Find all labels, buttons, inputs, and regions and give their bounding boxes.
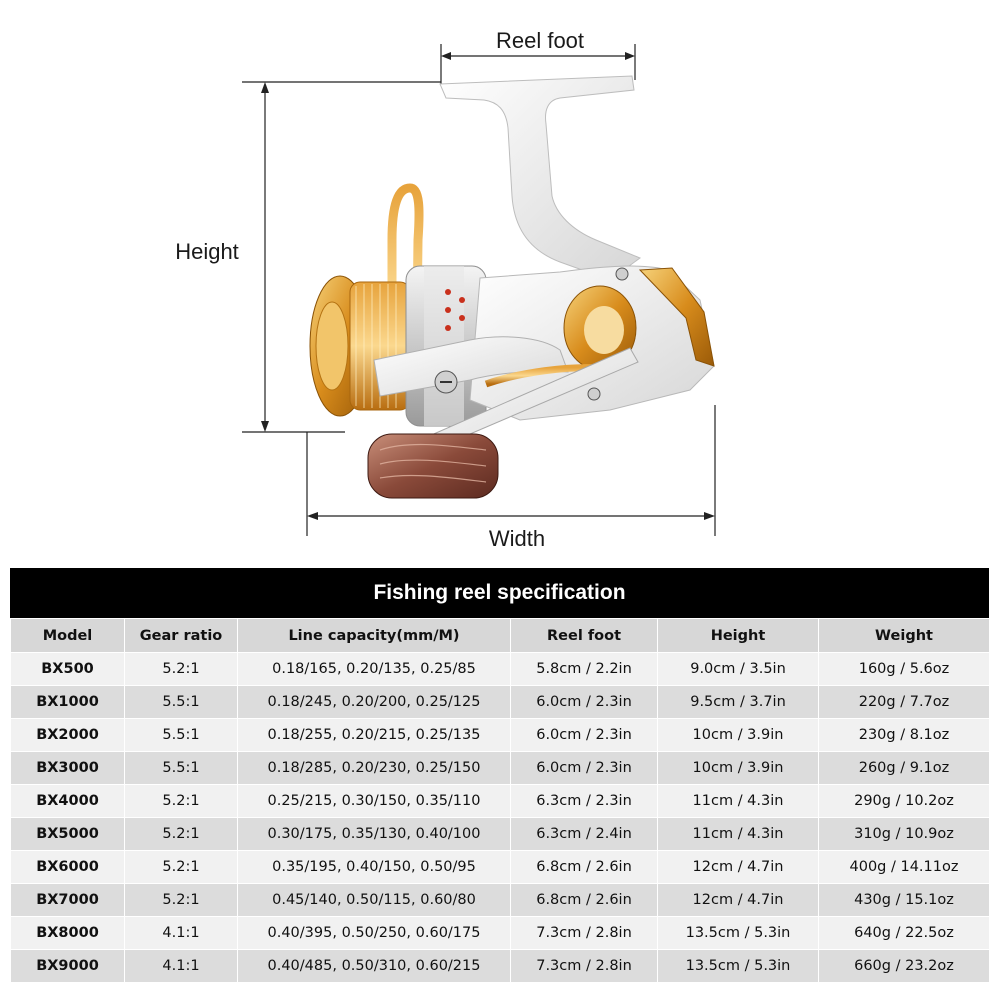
cell-gear-ratio: 5.5:1 [124,685,238,719]
cell-height: 10cm / 3.9in [657,718,819,752]
cell-height: 11cm / 4.3in [657,784,819,818]
cell-height: 13.5cm / 5.3in [657,949,819,983]
width-label: Width [489,526,545,551]
cell-gear-ratio: 5.2:1 [124,652,238,686]
cell-gear-ratio: 5.2:1 [124,850,238,884]
reel-dimension-diagram: Reel foot Height Width [175,28,716,551]
cell-model: BX4000 [10,784,125,818]
spec-panel: Fishing reel specification Model Gear ra… [10,568,990,983]
cell-line-capacity: 0.18/245, 0.20/200, 0.25/125 [237,685,511,719]
cell-model: BX2000 [10,718,125,752]
cell-weight: 430g / 15.1oz [818,883,990,917]
col-height: Height [657,618,819,653]
cell-weight: 220g / 7.7oz [818,685,990,719]
cell-height: 12cm / 4.7in [657,883,819,917]
col-weight: Weight [818,618,990,653]
cell-reel-foot: 6.0cm / 2.3in [510,685,658,719]
spec-header-row: Model Gear ratio Line capacity(mm/M) Ree… [10,618,990,653]
cell-model: BX9000 [10,949,125,983]
cell-weight: 260g / 9.1oz [818,751,990,785]
cell-line-capacity: 0.18/285, 0.20/230, 0.25/150 [237,751,511,785]
cell-model: BX8000 [10,916,125,950]
fishing-reel-image [309,75,715,499]
cell-reel-foot: 6.3cm / 2.4in [510,817,658,851]
dimension-arrowheads [261,52,715,520]
spec-title: Fishing reel specification [10,568,989,618]
col-gear-ratio: Gear ratio [124,618,238,653]
cell-line-capacity: 0.40/485, 0.50/310, 0.60/215 [237,949,511,983]
cell-model: BX7000 [10,883,125,917]
cell-gear-ratio: 5.2:1 [124,784,238,818]
cell-weight: 230g / 8.1oz [818,718,990,752]
cell-gear-ratio: 4.1:1 [124,916,238,950]
cell-model: BX500 [10,652,125,686]
cell-reel-foot: 6.3cm / 2.3in [510,784,658,818]
cell-line-capacity: 0.25/215, 0.30/150, 0.35/110 [237,784,511,818]
cell-weight: 310g / 10.9oz [818,817,990,851]
cell-reel-foot: 6.8cm / 2.6in [510,850,658,884]
cell-weight: 400g / 14.11oz [818,850,990,884]
cell-reel-foot: 5.8cm / 2.2in [510,652,658,686]
cell-reel-foot: 6.0cm / 2.3in [510,751,658,785]
cell-model: BX1000 [10,685,125,719]
cell-height: 13.5cm / 5.3in [657,916,819,950]
col-reel-foot: Reel foot [510,618,658,653]
cell-line-capacity: 0.45/140, 0.50/115, 0.60/80 [237,883,511,917]
cell-height: 10cm / 3.9in [657,751,819,785]
col-model: Model [10,618,125,653]
dimension-lines [242,44,716,536]
cell-weight: 160g / 5.6oz [818,652,990,686]
col-line-capacity: Line capacity(mm/M) [237,618,511,653]
cell-gear-ratio: 4.1:1 [124,949,238,983]
cell-gear-ratio: 5.2:1 [124,817,238,851]
cell-height: 9.0cm / 3.5in [657,652,819,686]
cell-model: BX6000 [10,850,125,884]
cell-line-capacity: 0.35/195, 0.40/150, 0.50/95 [237,850,511,884]
height-label: Height [175,239,239,264]
cell-weight: 660g / 23.2oz [818,949,990,983]
reel-foot-label: Reel foot [496,28,584,53]
cell-line-capacity: 0.40/395, 0.50/250, 0.60/175 [237,916,511,950]
cell-reel-foot: 7.3cm / 2.8in [510,916,658,950]
cell-line-capacity: 0.18/165, 0.20/135, 0.25/85 [237,652,511,686]
cell-model: BX5000 [10,817,125,851]
cell-weight: 290g / 10.2oz [818,784,990,818]
cell-height: 9.5cm / 3.7in [657,685,819,719]
cell-weight: 640g / 22.5oz [818,916,990,950]
cell-reel-foot: 6.0cm / 2.3in [510,718,658,752]
cell-gear-ratio: 5.2:1 [124,883,238,917]
cell-line-capacity: 0.18/255, 0.20/215, 0.25/135 [237,718,511,752]
cell-gear-ratio: 5.5:1 [124,751,238,785]
cell-reel-foot: 6.8cm / 2.6in [510,883,658,917]
cell-gear-ratio: 5.5:1 [124,718,238,752]
cell-height: 12cm / 4.7in [657,850,819,884]
cell-model: BX3000 [10,751,125,785]
cell-line-capacity: 0.30/175, 0.35/130, 0.40/100 [237,817,511,851]
spec-table: Model Gear ratio Line capacity(mm/M) Ree… [10,618,990,983]
cell-reel-foot: 7.3cm / 2.8in [510,949,658,983]
cell-height: 11cm / 4.3in [657,817,819,851]
